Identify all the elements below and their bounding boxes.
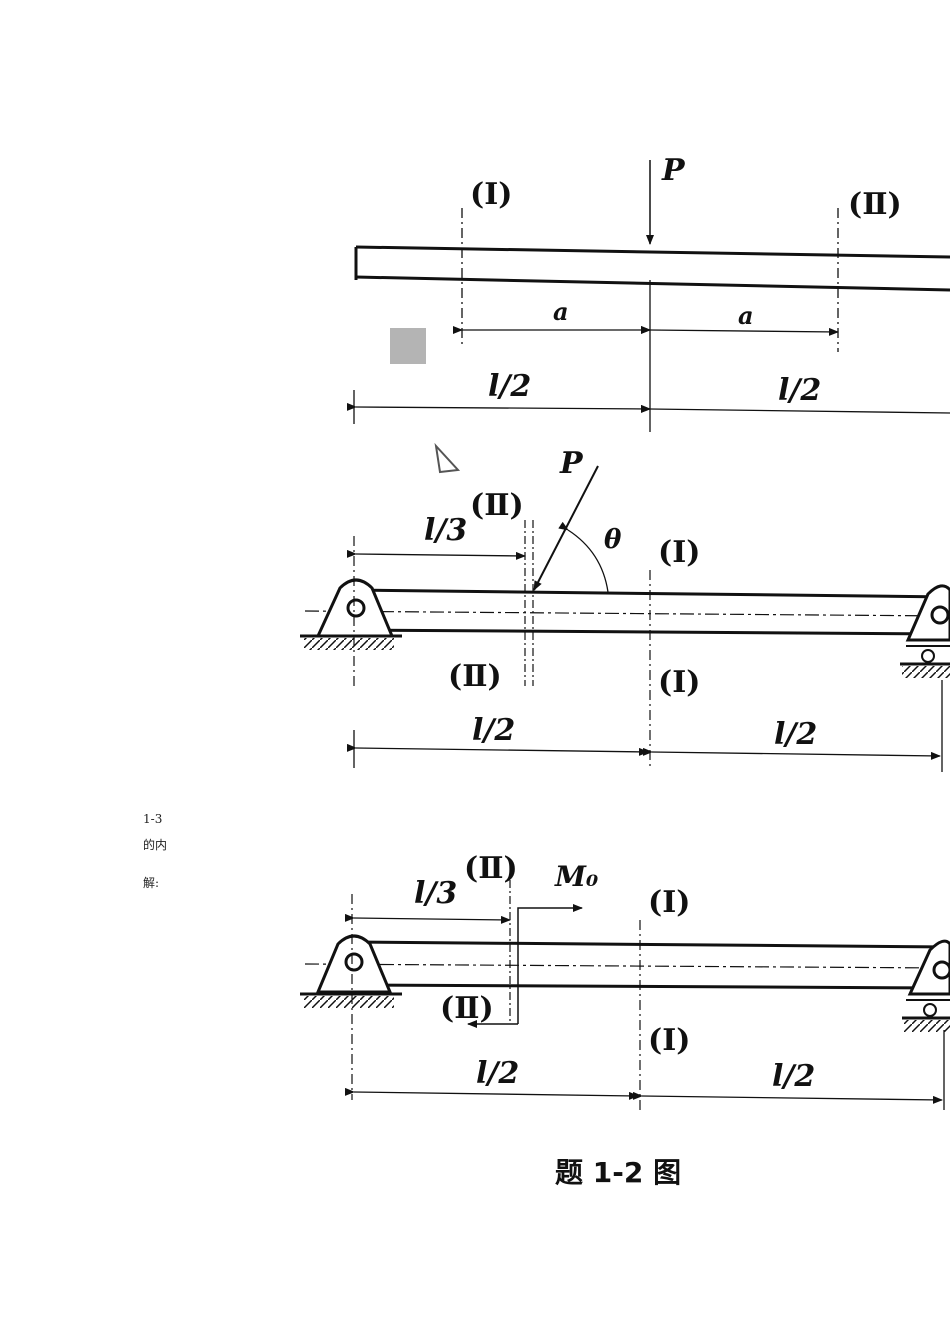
beam-2-centerline (304, 610, 950, 617)
section-label-i: (Ⅰ) (470, 177, 512, 212)
side-text-fragment: 的内 (143, 838, 168, 852)
angle-label-theta: θ (604, 525, 622, 555)
beam-1-top-edge (355, 245, 950, 259)
dim-label-third: l/3 (414, 876, 457, 911)
dim-label-half-right: l/2 (774, 717, 817, 752)
section-label-ii-top: (Ⅱ) (464, 851, 518, 886)
section-label-i-bottom: (Ⅰ) (658, 665, 700, 700)
dim-label-half-left: l/2 (476, 1056, 519, 1091)
dim-label-half-right: l/2 (772, 1059, 815, 1094)
beam-1-bottom-edge (355, 275, 950, 292)
dim-line-half-right (642, 747, 941, 760)
load-arrow-p-inclined (533, 465, 599, 591)
beam-3-centerline (304, 963, 950, 969)
pin-support-left-hole (346, 598, 366, 618)
dim-label-half-right: l/2 (778, 373, 821, 408)
beam-3-bottom-edge (351, 983, 950, 990)
pin-support-left-hole (344, 952, 364, 972)
moment-arrow-top (517, 904, 583, 1024)
scan-blot (390, 328, 426, 364)
dim-line-a-right (640, 325, 839, 336)
beam-3-top-edge (351, 940, 950, 949)
moment-label-m0: M₀ (554, 860, 598, 893)
section-label-i-bottom: (Ⅰ) (648, 1023, 690, 1058)
diagram-1-cantilever: P (Ⅰ) (Ⅱ) a a l/2 l/2 (346, 153, 950, 432)
section-label-ii: (Ⅱ) (848, 187, 902, 222)
beam-2-bottom-edge (351, 628, 950, 636)
load-label-p-inclined: P (559, 446, 584, 481)
section-label-i-top: (Ⅰ) (648, 885, 690, 920)
section-label-ii-bottom: (Ⅱ) (448, 659, 502, 694)
beam-2-top-edge (351, 588, 950, 599)
roller-support-right-hole (932, 960, 950, 980)
dim-label-third: l/3 (424, 513, 467, 548)
section-label-i-top: (Ⅰ) (658, 535, 700, 570)
side-text-problem-number: 1-3 (143, 812, 163, 826)
dim-label-half-left: l/2 (472, 713, 515, 748)
roller-support-right-hole (930, 605, 950, 625)
dim-line-half-left (344, 1087, 639, 1100)
roller-wheel-right (921, 649, 935, 663)
dim-label-half-left: l/2 (488, 369, 531, 404)
load-label-p: P (661, 153, 686, 188)
roller-wheel-right (923, 1003, 937, 1017)
ground-hatch-right (904, 1020, 950, 1032)
section-label-ii-bottom: (Ⅱ) (440, 991, 494, 1026)
diagram-2-inclined-load: P θ (Ⅱ) (Ⅱ) (Ⅰ) (Ⅰ) l/3 l/2 l/2 (300, 442, 950, 772)
ground-hatch-left (304, 638, 394, 650)
dim-label-a-left: a (553, 297, 569, 326)
dim-label-a-right: a (738, 301, 754, 330)
angle-arc-theta (558, 521, 609, 593)
section-label-ii-top: (Ⅱ) (470, 488, 524, 523)
dim-line-third (346, 549, 526, 560)
ground-hatch-right (902, 666, 950, 678)
dim-line-half-left (346, 402, 651, 413)
dim-line-half-left (346, 743, 649, 756)
ground-hatch-left (304, 996, 394, 1008)
figure-caption: 题 1-2 图 (555, 1156, 681, 1189)
diagram-3-moment-load: M₀ (Ⅱ) (Ⅱ) (Ⅰ) (Ⅰ) l/3 l/2 l/2 (300, 851, 950, 1110)
dim-line-half-right (632, 1091, 943, 1104)
scan-mark (434, 442, 461, 474)
side-text-solution-label: 解: (143, 876, 160, 890)
dim-line-half-right (640, 404, 950, 414)
dim-line-third (344, 913, 511, 924)
